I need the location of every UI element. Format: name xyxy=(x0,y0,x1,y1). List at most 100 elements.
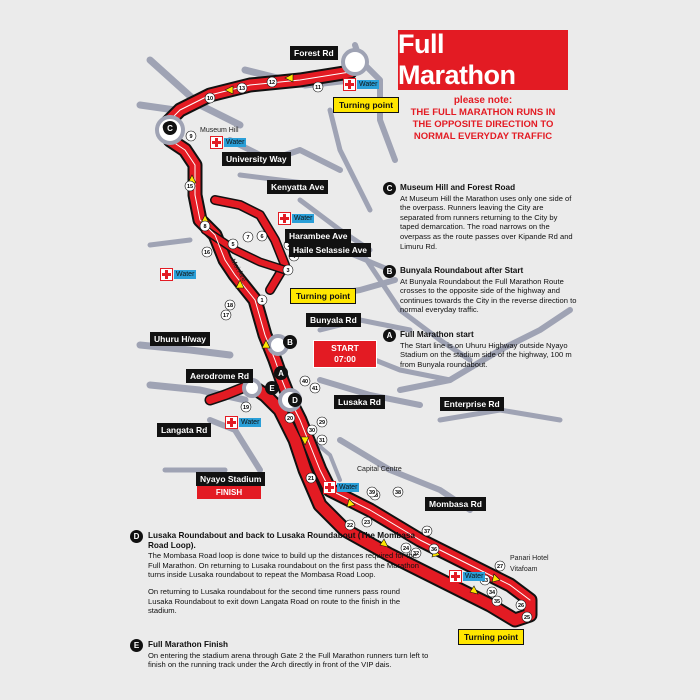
km-marker-label: 18 xyxy=(227,303,233,309)
km-marker: 41 xyxy=(309,382,321,394)
start-time: 07:00 xyxy=(334,354,356,364)
km-marker-label: 37 xyxy=(424,529,430,535)
km-marker-label: 41 xyxy=(312,386,318,392)
place-capital-centre: Capital Centre xyxy=(357,466,402,473)
road-label-nyayo: Nyayo Stadium xyxy=(196,472,266,486)
km-marker-label: 9 xyxy=(189,134,192,140)
finish-marker: FINISH xyxy=(197,486,261,499)
water-label: Water xyxy=(174,270,197,279)
direction-arrows xyxy=(187,73,501,595)
km-marker: 7 xyxy=(242,231,254,243)
km-marker: 1 xyxy=(256,294,268,306)
map-badge-b: B xyxy=(283,335,297,349)
water-station: Water xyxy=(343,78,380,91)
km-marker-label: 32 xyxy=(413,551,419,557)
water-label: Water xyxy=(224,138,247,147)
km-marker-label: 8 xyxy=(203,224,206,230)
arrow-icon xyxy=(379,538,389,548)
road-label-bunyala: Bunyala Rd xyxy=(306,313,361,327)
km-marker: 6 xyxy=(256,230,268,242)
km-marker-label: 19 xyxy=(243,405,249,411)
water-label: Water xyxy=(337,483,360,492)
km-marker: 36 xyxy=(428,543,440,555)
km-marker-label: 27 xyxy=(497,564,503,570)
km-marker: 15 xyxy=(184,180,196,192)
section-b: B Bunyala Roundabout after Start At Buny… xyxy=(383,265,578,315)
km-marker-label: 34 xyxy=(489,590,496,596)
km-marker: 20 xyxy=(284,412,296,424)
km-marker-label: 6 xyxy=(260,234,263,240)
water-station: Water xyxy=(160,268,197,281)
section-e: E Full Marathon Finish On entering the s… xyxy=(130,639,448,670)
km-marker-label: 5 xyxy=(231,242,234,248)
km-marker: 26 xyxy=(515,599,527,611)
km-marker-label: 17 xyxy=(223,313,229,319)
section-e-body: On entering the stadium arena through Ga… xyxy=(148,650,429,670)
road-label-lusaka: Lusaka Rd xyxy=(334,395,385,409)
water-station: Water xyxy=(225,416,262,429)
turning-point-city: Turning point xyxy=(290,288,357,304)
first-aid-icon xyxy=(278,212,291,225)
km-marker: 32 xyxy=(410,547,422,559)
km-marker-label: 21 xyxy=(308,476,314,482)
road-label-langata: Langata Rd xyxy=(157,423,212,437)
km-marker-label: 33 xyxy=(482,578,488,584)
arrow-icon xyxy=(235,279,245,289)
km-marker-label: 24 xyxy=(403,546,410,552)
turning-point-mombasa: Turning point xyxy=(458,629,525,645)
road-label-haile: Haile Selassie Ave xyxy=(289,243,372,257)
arrow-icon xyxy=(284,73,294,83)
arrow-icon xyxy=(469,585,479,595)
km-marker: 13 xyxy=(236,82,248,94)
map-badge-d: D xyxy=(288,393,302,407)
km-marker: 5 xyxy=(227,238,239,250)
first-aid-icon xyxy=(343,78,356,91)
km-marker: 9 xyxy=(185,130,197,142)
section-c-title: Museum Hill and Forest Road xyxy=(400,183,516,192)
km-marker: 23 xyxy=(361,516,373,528)
km-marker-label: 11 xyxy=(315,85,321,91)
first-aid-icon xyxy=(449,570,462,583)
section-c-badge: C xyxy=(383,182,396,195)
km-marker-label: 31 xyxy=(319,438,325,444)
first-aid-icon xyxy=(225,416,238,429)
km-marker: 8 xyxy=(199,220,211,232)
first-aid-icon xyxy=(323,481,336,494)
arrow-icon xyxy=(346,498,356,508)
km-marker-label: 4 xyxy=(292,254,296,260)
km-marker-label: 7 xyxy=(246,235,249,241)
km-marker: 39 xyxy=(366,486,378,498)
km-marker: 11 xyxy=(312,81,324,93)
road-label-harambee: Harambee Ave xyxy=(285,229,352,243)
water-station: Water xyxy=(278,212,315,225)
road-label-kenyatta: Kenyatta Ave xyxy=(267,180,329,194)
note-line: THE FULL MARATHON RUNS IN xyxy=(410,107,556,118)
section-a-body: The Start line is on Uhuru Highway outsi… xyxy=(400,340,572,369)
arrow-icon xyxy=(300,436,310,446)
km-markers: 1011121314915816576174321181920212223242… xyxy=(162,76,533,623)
start-label: START xyxy=(331,343,359,353)
km-marker: 38 xyxy=(392,486,404,498)
section-b-title: Bunyala Roundabout after Start xyxy=(400,266,524,275)
section-d-body: The Mombasa Road loop is done twice to b… xyxy=(148,551,420,580)
km-marker: 37 xyxy=(421,525,433,537)
km-marker-label: 40 xyxy=(302,379,308,385)
road-label-mombasa: Mombasa Rd xyxy=(425,497,486,511)
map-badge-c: C xyxy=(163,121,177,135)
section-c: C Museum Hill and Forest Road At Museum … xyxy=(383,182,578,251)
map-badge-a: A xyxy=(274,366,288,380)
km-marker-label: 25 xyxy=(524,615,530,621)
km-marker-label: 10 xyxy=(207,96,213,102)
km-marker-label: 38 xyxy=(395,490,401,496)
km-marker-label: 16 xyxy=(204,250,210,256)
km-marker: 29 xyxy=(316,416,328,428)
road-label-university: University Way xyxy=(222,152,291,166)
section-b-body: At Bunyala Roundabout the Full Marathon … xyxy=(400,276,577,315)
section-c-body: At Museum Hill the Marathon uses only on… xyxy=(400,193,573,251)
section-d-title: Lusaka Roundabout and back to Lusaka Rou… xyxy=(148,531,416,550)
water-label: Water xyxy=(357,80,380,89)
note-line: THE OPPOSITE DIRECTION TO xyxy=(412,119,554,130)
section-d-badge: D xyxy=(130,530,143,543)
water-station: Water xyxy=(323,481,360,494)
